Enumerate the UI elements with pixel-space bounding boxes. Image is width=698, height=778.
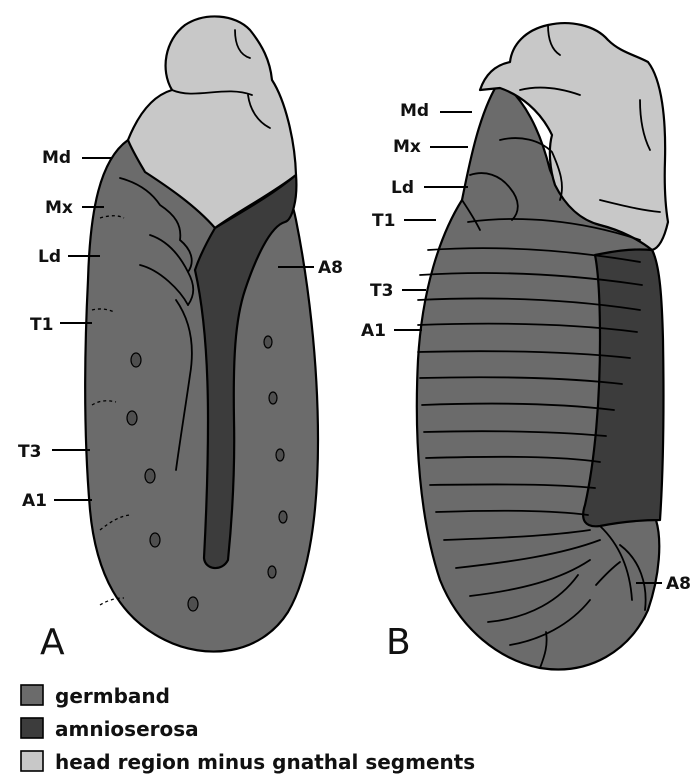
panel-label-b: B	[386, 622, 411, 663]
panel-label-a: A	[40, 622, 65, 663]
label-a1-b: A1	[361, 321, 386, 341]
label-a1-a: A1	[22, 491, 47, 511]
label-md-b: Md	[400, 101, 429, 121]
legend-swatch-amnioserosa	[21, 718, 43, 738]
panel-b: Md Mx Ld T1 T3 A1 A8 B	[361, 23, 691, 669]
legend: germband amnioserosa head region minus g…	[21, 684, 475, 774]
label-a8-b: A8	[666, 574, 691, 594]
label-ld-a: Ld	[38, 247, 61, 267]
legend-label-germband: germband	[55, 684, 170, 708]
label-md-a: Md	[42, 148, 71, 168]
legend-swatch-germband	[21, 685, 43, 705]
legend-label-amnioserosa: amnioserosa	[55, 717, 199, 741]
label-a8-a: A8	[318, 258, 343, 278]
label-t1-b: T1	[372, 211, 395, 231]
label-mx-a: Mx	[45, 198, 73, 218]
panel-a: Md Mx Ld T1 T3 A1 A8 A	[18, 16, 343, 663]
legend-swatch-head-region	[21, 751, 43, 771]
label-t3-a: T3	[18, 442, 41, 462]
legend-label-head-region: head region minus gnathal segments	[55, 750, 475, 774]
label-t1-a: T1	[30, 315, 53, 335]
label-t3-b: T3	[370, 281, 393, 301]
label-mx-b: Mx	[393, 137, 421, 157]
label-ld-b: Ld	[391, 178, 414, 198]
